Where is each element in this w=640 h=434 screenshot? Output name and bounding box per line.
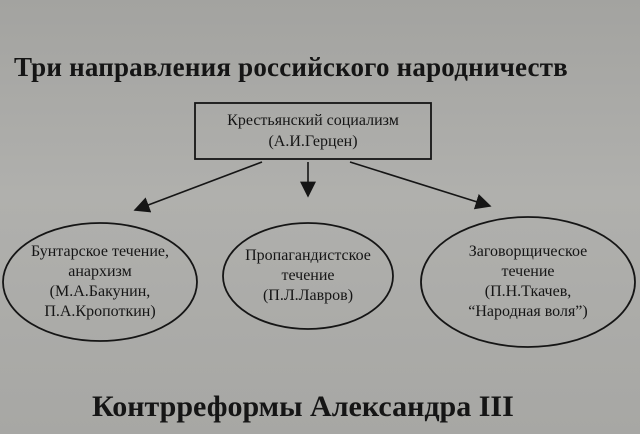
branch-3-line-1: Заговорщическое (468, 243, 588, 260)
root-node: Крестьянский социализм (А.И.Герцен) (195, 103, 431, 159)
branch-3-line-3: (П.Н.Ткачев, (484, 283, 572, 300)
page-title: Три направления российского народничеств (14, 52, 568, 82)
branch-1-line-3: (М.А.Бакунин, (49, 283, 151, 300)
root-node-line-2: (А.И.Герцен) (268, 133, 358, 150)
branch-2-line-1: Пропагандистское (245, 247, 371, 264)
arrow-to-branch-3 (349, 161, 492, 210)
branch-3-line-4: “Народная воля”) (468, 303, 588, 320)
branch-2-line-2: течение (281, 267, 335, 284)
branch-node-3: Заговорщическое течение (П.Н.Ткачев, “На… (420, 216, 636, 348)
branch-3-line-2: течение (501, 263, 555, 280)
branch-1-line-2: анархизм (68, 263, 132, 280)
branch-1-line-1: Бунтарское течение, (30, 243, 170, 260)
branch-2-ellipse (222, 222, 394, 330)
branch-3-ellipse (420, 216, 636, 348)
branch-2-line-3: (П.Л.Лавров) (262, 287, 354, 304)
branch-node-1: Бунтарское течение, анархизм (М.А.Бакуни… (2, 222, 198, 342)
root-box-border (194, 102, 432, 160)
branch-1-line-4: П.А.Кропоткин) (44, 303, 156, 320)
branch-1-ellipse (2, 222, 198, 342)
branch-node-2: Пропагандистское течение (П.Л.Лавров) (222, 222, 394, 330)
root-node-line-1: Крестьянский социализм (227, 112, 399, 129)
next-section-title: Контрреформы Александра III (92, 390, 514, 423)
arrow-to-branch-1 (133, 161, 263, 213)
